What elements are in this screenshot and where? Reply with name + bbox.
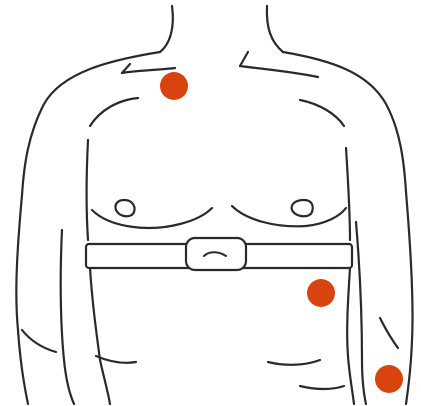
arm-right-outer (406, 192, 413, 404)
wrist-left-line (22, 330, 56, 352)
electrode-markers (160, 72, 403, 393)
marker-left-arm (375, 365, 403, 393)
strap-transmitter (186, 238, 246, 270)
neck-right-line (267, 6, 283, 52)
clavicle-right-tick (240, 52, 248, 66)
clavicle-right (240, 66, 318, 77)
neck-left-line (160, 6, 173, 52)
pectoral-right (232, 206, 346, 226)
pectoral-left (92, 208, 212, 228)
torso-right-lower (347, 268, 354, 404)
arm-right-crease (380, 318, 398, 348)
marker-upper-right-chest (160, 72, 188, 100)
belly-fold-right-2 (300, 386, 344, 389)
arm-right-inner (356, 222, 366, 404)
torso-right-side (346, 148, 350, 240)
torso-left-side (87, 140, 89, 240)
marker-lower-left-abdomen (307, 279, 335, 307)
nipple-right (292, 200, 313, 216)
belly-fold-left (96, 356, 136, 363)
arm-left-outer (16, 195, 28, 404)
arm-left-inner (61, 230, 74, 404)
belly-fold-right (268, 360, 320, 365)
transmitter-body (186, 238, 246, 270)
torso-left-lower (90, 268, 110, 404)
nipple-left (115, 200, 134, 216)
clavicle-left (122, 68, 175, 73)
deltoid-left-crease (90, 98, 138, 126)
deltoid-right-crease (300, 100, 344, 126)
torso-outline (16, 6, 412, 404)
